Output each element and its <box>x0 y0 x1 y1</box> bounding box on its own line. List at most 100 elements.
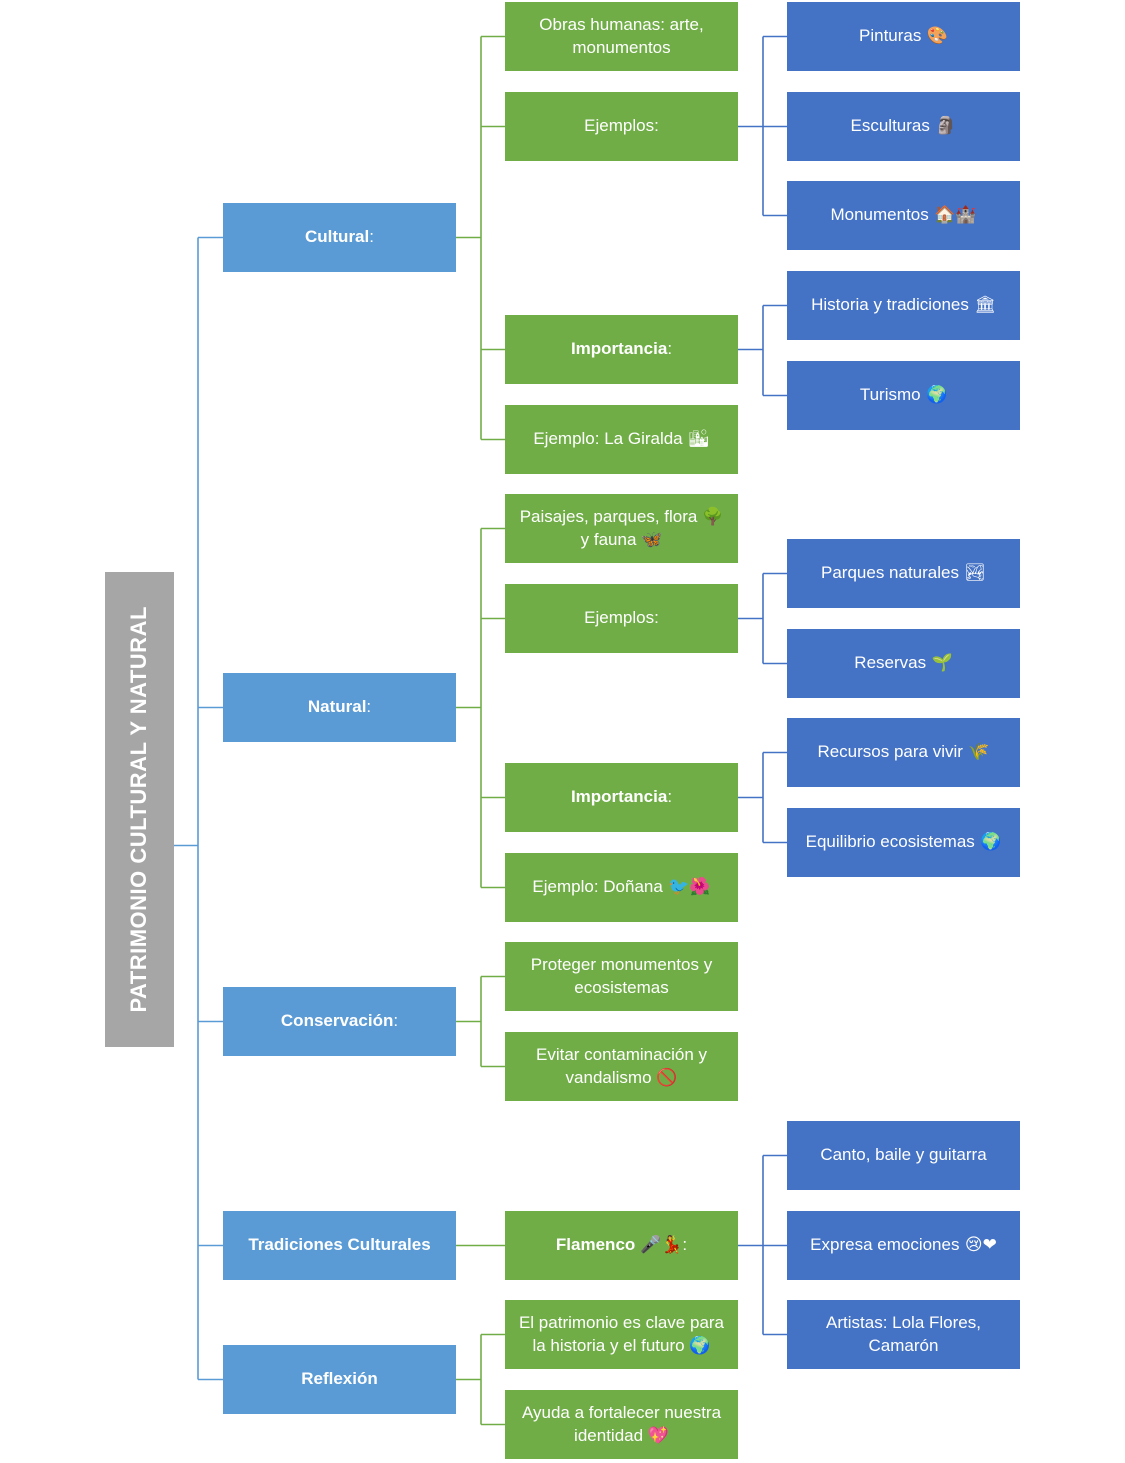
branch-tradiciones-culturales: Tradiciones Culturales <box>223 1211 456 1280</box>
branch-reflexion: Reflexión <box>223 1345 456 1414</box>
node-content: Importancia: <box>571 786 672 808</box>
node-content: Conservación: <box>281 1010 398 1032</box>
node-label: Ejemplos: <box>584 608 659 628</box>
node-label: Evitar contaminación y vandalismo 🚫 <box>535 1045 708 1087</box>
node-label: Conservación <box>280 1011 394 1031</box>
leaf-artistas-lola-flores-camaron: Artistas: Lola Flores, Camarón <box>787 1300 1020 1369</box>
node-suffix: : <box>667 339 673 359</box>
node-evitar-contaminacion-y-vandalismo: Evitar contaminación y vandalismo 🚫 <box>505 1032 738 1101</box>
leaf-equilibrio-ecosistemas: Equilibrio ecosistemas 🌍 <box>787 808 1020 877</box>
node-content: Pinturas 🎨 <box>859 25 948 47</box>
leaf-pinturas: Pinturas 🎨 <box>787 2 1020 71</box>
node-content: Tradiciones Culturales <box>248 1234 430 1256</box>
node-label: Ejemplos: <box>584 116 659 136</box>
root-title: PATRIMONIO CULTURAL Y NATURAL <box>126 606 152 1013</box>
node-content: Parques naturales 🏞 <box>821 562 986 584</box>
palette-icon: 🎨 <box>921 26 948 47</box>
node-label: Recursos para vivir <box>817 742 963 762</box>
node-label: El patrimonio es clave para la historia … <box>518 1313 725 1355</box>
node-suffix: : <box>366 697 372 717</box>
node-label: Cultural <box>305 227 370 247</box>
node-label: Artistas: Lola Flores, Camarón <box>826 1313 981 1355</box>
root-node: PATRIMONIO CULTURAL Y NATURAL <box>105 572 174 1047</box>
leaf-recursos-para-vivir: Recursos para vivir 🌾 <box>787 718 1020 787</box>
node-label: Reflexión <box>301 1369 378 1389</box>
node-label: Esculturas <box>850 116 930 136</box>
node-content: Equilibrio ecosistemas 🌍 <box>806 831 1002 853</box>
bird-flower-icon: 🐦🌺 <box>662 877 711 898</box>
node-label: Proteger monumentos y ecosistemas <box>530 955 713 997</box>
leaf-esculturas: Esculturas 🗿 <box>787 92 1020 161</box>
node-suffix: : <box>682 1235 688 1255</box>
globe-icon: 🌍 <box>974 832 1002 853</box>
node-label: Reservas <box>854 653 927 673</box>
leaf-expresa-emociones: Expresa emociones 😢❤ <box>787 1211 1020 1280</box>
node-label: Pinturas <box>859 26 922 46</box>
node-obras-humanas-arte-monumentos: Obras humanas: arte, monumentos <box>505 2 738 71</box>
leaf-reservas: Reservas 🌱 <box>787 629 1020 698</box>
leaf-historia-y-tradiciones: Historia y tradiciones 🏛 <box>787 271 1020 340</box>
node-label: Paisajes, parques, flora 🌳 y fauna 🦋 <box>519 507 724 549</box>
buildings-icon: 🏠🏰 <box>928 205 977 226</box>
node-label: Importancia <box>570 339 668 359</box>
node-content: Flamenco 🎤💃: <box>556 1234 687 1256</box>
node-paisajes-parques-flora-y-fauna: Paisajes, parques, flora 🌳 y fauna 🦋 <box>505 494 738 563</box>
node-content: Historia y tradiciones 🏛 <box>811 294 996 316</box>
node-label: Parques naturales <box>821 563 959 583</box>
national-park-icon: 🏞 <box>958 563 986 584</box>
node-content: Ejemplos: <box>584 115 659 137</box>
leaf-monumentos: Monumentos 🏠🏰 <box>787 181 1020 250</box>
node-flamenco: Flamenco 🎤💃: <box>505 1211 738 1280</box>
node-suffix: : <box>393 1011 399 1031</box>
node-label: Turismo <box>859 385 921 405</box>
moai-statue-icon: 🗿 <box>929 116 957 137</box>
node-label: Ejemplo: Doñana <box>532 877 663 897</box>
node-content: Ejemplo: La Giralda 🏙 <box>533 428 709 450</box>
node-content: Evitar contaminación y vandalismo 🚫 <box>536 1044 707 1088</box>
node-content: Ejemplo: Doñana 🐦🌺 <box>532 876 710 898</box>
node-content: Esculturas 🗿 <box>851 115 957 137</box>
sad-face-heart-icon: 😢❤ <box>959 1235 997 1256</box>
branch-conservacion: Conservación: <box>223 987 456 1056</box>
node-suffix: : <box>667 787 673 807</box>
node-content: Canto, baile y guitarra <box>820 1144 986 1166</box>
cityscape-icon: 🏙 <box>682 429 710 450</box>
node-content: Proteger monumentos y ecosistemas <box>531 954 712 998</box>
node-ejemplo-la-giralda: Ejemplo: La Giralda 🏙 <box>505 405 738 474</box>
node-label: Equilibrio ecosistemas <box>805 832 975 852</box>
node-ejemplo-donana: Ejemplo: Doñana 🐦🌺 <box>505 853 738 922</box>
node-content: Expresa emociones 😢❤ <box>810 1234 997 1256</box>
node-content: Monumentos 🏠🏰 <box>830 204 976 226</box>
node-content: Artistas: Lola Flores, Camarón <box>826 1312 981 1356</box>
node-label: Canto, baile y guitarra <box>820 1145 987 1165</box>
node-content: El patrimonio es clave para la historia … <box>519 1312 724 1356</box>
node-importancia: Importancia: <box>505 315 738 384</box>
node-suffix: : <box>369 227 374 247</box>
node-el-patrimonio-es-clave-para-la-historia-: El patrimonio es clave para la historia … <box>505 1300 738 1369</box>
node-content: Natural: <box>308 696 371 718</box>
node-content: Ayuda a fortalecer nuestra identidad 💖 <box>522 1402 721 1446</box>
node-label: Obras humanas: arte, monumentos <box>539 15 704 57</box>
seedling-icon: 🌱 <box>926 653 953 674</box>
node-label: Natural <box>307 697 367 717</box>
node-content: Paisajes, parques, flora 🌳 y fauna 🦋 <box>520 506 724 550</box>
node-ejemplos: Ejemplos: <box>505 92 738 161</box>
node-content: Turismo 🌍 <box>860 384 947 406</box>
node-content: Cultural: <box>305 226 374 248</box>
leaf-turismo: Turismo 🌍 <box>787 361 1020 430</box>
node-ayuda-a-fortalecer-nuestra-identidad: Ayuda a fortalecer nuestra identidad 💖 <box>505 1390 738 1459</box>
globe-icon: 🌍 <box>920 385 948 406</box>
node-proteger-monumentos-y-ecosistemas: Proteger monumentos y ecosistemas <box>505 942 738 1011</box>
node-label: Flamenco 🎤💃 <box>555 1235 683 1255</box>
node-label: Historia y tradiciones <box>811 295 969 315</box>
node-label: Tradiciones Culturales <box>248 1235 431 1255</box>
node-label: Importancia <box>570 787 668 807</box>
node-ejemplos: Ejemplos: <box>505 584 738 653</box>
node-content: Obras humanas: arte, monumentos <box>539 14 703 58</box>
node-label: Ayuda a fortalecer nuestra identidad 💖 <box>521 1403 722 1445</box>
branch-cultural: Cultural: <box>223 203 456 272</box>
node-content: Ejemplos: <box>584 607 659 629</box>
leaf-parques-naturales: Parques naturales 🏞 <box>787 539 1020 608</box>
node-content: Importancia: <box>571 338 672 360</box>
